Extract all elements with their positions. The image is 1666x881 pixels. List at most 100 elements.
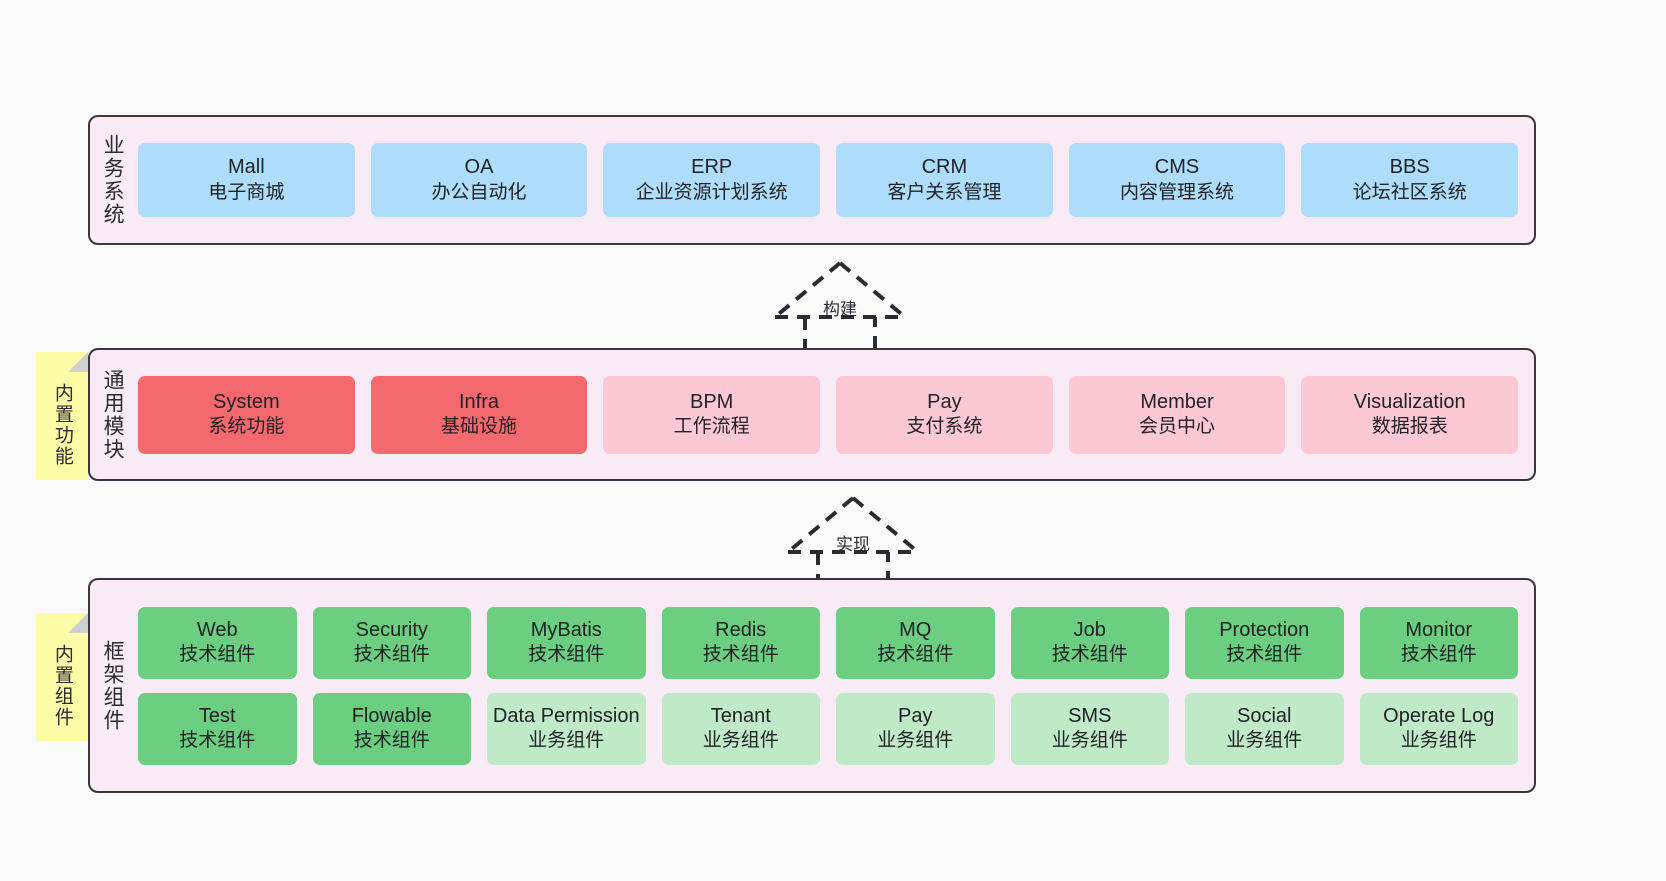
card-subtitle: 内容管理系统 xyxy=(1120,181,1235,203)
card-subtitle: 业务组件 xyxy=(1226,730,1303,752)
card-row: Web 技术组件 Security 技术组件 MyBatis 技术组件 Redi… xyxy=(138,606,1518,679)
card-title: Pay xyxy=(898,704,933,727)
card-flowable[interactable]: Flowable 技术组件 xyxy=(312,692,471,765)
card-subtitle: 论坛社区系统 xyxy=(1352,181,1467,203)
card-title: MyBatis xyxy=(530,618,602,641)
card-subtitle: 业务组件 xyxy=(877,730,954,752)
card-subtitle: 基础设施 xyxy=(441,416,518,438)
card-subtitle: 业务组件 xyxy=(1051,730,1128,752)
card-title: Test xyxy=(198,704,236,727)
layer-label-common-module: 通用模块 xyxy=(101,368,125,461)
connector-build-label: 构建 xyxy=(823,300,857,319)
card-subtitle: 客户关系管理 xyxy=(887,181,1002,203)
card-title: System xyxy=(212,390,280,413)
card-subtitle: 技术组件 xyxy=(179,730,256,752)
layer-label-business-system: 业务系统 xyxy=(101,134,125,226)
card-monitor[interactable]: Monitor 技术组件 xyxy=(1359,606,1518,679)
card-title: Infra xyxy=(458,390,500,413)
connector-implement: 实现 xyxy=(768,490,938,590)
card-data-permission[interactable]: Data Permission 业务组件 xyxy=(487,692,646,765)
card-crm[interactable]: CRM 客户关系管理 xyxy=(836,143,1053,217)
card-title: Tenant xyxy=(710,704,771,727)
card-subtitle: 技术组件 xyxy=(1226,644,1303,666)
card-title: OA xyxy=(464,156,494,179)
card-oa[interactable]: OA 办公自动化 xyxy=(370,143,588,217)
card-sms[interactable]: SMS 业务组件 xyxy=(1010,692,1169,765)
card-erp[interactable]: ERP 企业资源计划系统 xyxy=(603,143,821,217)
card-protection[interactable]: Protection 技术组件 xyxy=(1185,606,1344,679)
card-subtitle: 技术组件 xyxy=(702,644,779,666)
card-subtitle: 技术组件 xyxy=(353,644,430,666)
layer-framework-component: 框架组件 Web 技术组件 Security 技术组件 MyBatis 技术组件… xyxy=(88,578,1536,793)
card-subtitle: 数据报表 xyxy=(1371,416,1448,438)
card-subtitle: 技术组件 xyxy=(353,730,430,752)
card-operate-log[interactable]: Operate Log 业务组件 xyxy=(1359,692,1518,765)
card-subtitle: 业务组件 xyxy=(528,730,605,752)
card-mq[interactable]: MQ 技术组件 xyxy=(836,606,995,679)
card-title: Protection xyxy=(1219,618,1310,641)
card-title: Social xyxy=(1237,704,1292,727)
card-pay[interactable]: Pay 支付系统 xyxy=(836,375,1053,454)
card-security[interactable]: Security 技术组件 xyxy=(312,606,471,679)
layer-body-framework-component: Web 技术组件 Security 技术组件 MyBatis 技术组件 Redi… xyxy=(134,580,1534,791)
card-title: CMS xyxy=(1154,156,1200,179)
layer-body-common-module: System 系统功能 Infra 基础设施 BPM 工作流程 Pay 支付系统… xyxy=(134,350,1534,479)
layer-body-business-system: Mall 电子商城 OA 办公自动化 ERP 企业资源计划系统 CRM 客户关系… xyxy=(134,117,1534,243)
card-subtitle: 企业资源计划系统 xyxy=(635,181,788,203)
layer-common-module: 通用模块 System 系统功能 Infra 基础设施 BPM 工作流程 Pay… xyxy=(88,348,1536,481)
card-title: CRM xyxy=(921,156,968,179)
card-job[interactable]: Job 技术组件 xyxy=(1010,606,1169,679)
card-redis[interactable]: Redis 技术组件 xyxy=(661,606,820,679)
card-title: Security xyxy=(355,618,428,641)
card-title: MQ xyxy=(899,618,932,641)
card-row: System 系统功能 Infra 基础设施 BPM 工作流程 Pay 支付系统… xyxy=(138,375,1519,454)
connector-build: 构建 xyxy=(755,255,925,355)
sticky-note-builtin-component: 内置组件 xyxy=(36,613,88,741)
card-title: Monitor xyxy=(1405,618,1473,641)
card-infra[interactable]: Infra 基础设施 xyxy=(370,375,588,454)
card-test[interactable]: Test 技术组件 xyxy=(138,692,297,765)
connector-implement-label: 实现 xyxy=(836,535,870,554)
card-mybatis[interactable]: MyBatis 技术组件 xyxy=(487,606,646,679)
card-subtitle: 支付系统 xyxy=(906,416,983,438)
sticky-note-text: 内置组件 xyxy=(51,644,73,728)
card-title: BBS xyxy=(1389,156,1430,179)
layer-label-framework-component: 框架组件 xyxy=(101,639,125,732)
card-subtitle: 技术组件 xyxy=(877,644,954,666)
card-subtitle: 业务组件 xyxy=(702,730,779,752)
card-row: Test 技术组件 Flowable 技术组件 Data Permission … xyxy=(138,692,1518,765)
card-subtitle: 工作流程 xyxy=(673,416,750,438)
layer-business-system: 业务系统 Mall 电子商城 OA 办公自动化 ERP 企业资源计划系统 CRM… xyxy=(88,115,1536,245)
card-title: Member xyxy=(1140,390,1214,413)
card-social[interactable]: Social 业务组件 xyxy=(1185,692,1344,765)
sticky-note-builtin-function: 内置功能 xyxy=(36,352,88,480)
card-title: Mall xyxy=(228,156,265,179)
card-visualization[interactable]: Visualization 数据报表 xyxy=(1301,375,1519,454)
card-subtitle: 电子商城 xyxy=(208,181,285,203)
card-member[interactable]: Member 会员中心 xyxy=(1068,375,1286,454)
card-row: Mall 电子商城 OA 办公自动化 ERP 企业资源计划系统 CRM 客户关系… xyxy=(138,143,1519,217)
card-cms[interactable]: CMS 内容管理系统 xyxy=(1068,143,1286,217)
card-title: BPM xyxy=(690,390,734,413)
card-title: SMS xyxy=(1068,704,1112,727)
card-subtitle: 系统功能 xyxy=(208,416,285,438)
card-bpm[interactable]: BPM 工作流程 xyxy=(603,375,821,454)
card-subtitle: 业务组件 xyxy=(1400,730,1477,752)
card-title: Web xyxy=(196,618,238,641)
card-title: Data Permission xyxy=(492,704,640,727)
card-title: Job xyxy=(1073,618,1106,641)
card-title: Flowable xyxy=(351,704,432,727)
card-bbs[interactable]: BBS 论坛社区系统 xyxy=(1301,143,1519,217)
card-subtitle: 办公自动化 xyxy=(431,181,527,203)
card-web[interactable]: Web 技术组件 xyxy=(138,606,297,679)
card-pay-component[interactable]: Pay 业务组件 xyxy=(836,692,995,765)
card-title: Operate Log xyxy=(1383,704,1495,727)
card-subtitle: 会员中心 xyxy=(1139,416,1216,438)
card-system[interactable]: System 系统功能 xyxy=(138,375,355,454)
card-subtitle: 技术组件 xyxy=(528,644,605,666)
card-title: Pay xyxy=(927,390,962,413)
card-subtitle: 技术组件 xyxy=(179,644,256,666)
card-mall[interactable]: Mall 电子商城 xyxy=(138,143,355,217)
card-tenant[interactable]: Tenant 业务组件 xyxy=(661,692,820,765)
